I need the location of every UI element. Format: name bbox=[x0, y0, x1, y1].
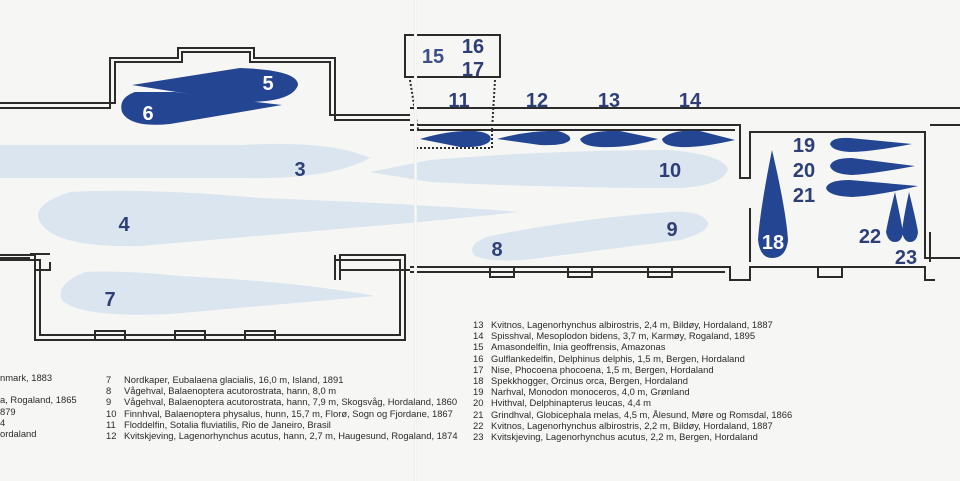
specimen-7-shape bbox=[60, 271, 376, 315]
label-19: 19 bbox=[793, 135, 815, 157]
label-12: 12 bbox=[526, 90, 548, 112]
label-8: 8 bbox=[491, 239, 502, 261]
pale-specimens bbox=[0, 143, 728, 315]
legend-left-line: 879 bbox=[0, 405, 16, 417]
label-10: 10 bbox=[659, 160, 681, 182]
specimen-3-shape bbox=[0, 143, 370, 179]
label-6: 6 bbox=[142, 103, 153, 125]
legend-left-line: a, Rogaland, 1865 bbox=[0, 394, 77, 406]
label-11: 11 bbox=[448, 90, 469, 112]
specimen-19-shape bbox=[830, 137, 912, 152]
label-3: 3 bbox=[294, 159, 305, 181]
dark-specimens bbox=[121, 68, 918, 258]
specimen-22b-shape bbox=[902, 192, 918, 242]
wall-blocks bbox=[94, 266, 843, 341]
specimen-6-shape bbox=[121, 92, 282, 125]
legend-left-line: ordaland bbox=[0, 428, 37, 440]
label-20: 20 bbox=[793, 160, 815, 182]
specimen-18-shape bbox=[758, 150, 788, 258]
specimen-20-shape bbox=[830, 158, 915, 175]
legend-left-line: nmark, 1883 bbox=[0, 372, 53, 383]
legend-left-line: 4 bbox=[0, 416, 6, 428]
label-5: 5 bbox=[262, 73, 273, 95]
specimen-10-shape bbox=[370, 150, 728, 188]
specimen-5-shape bbox=[132, 68, 298, 103]
specimen-12-shape bbox=[497, 130, 571, 146]
label-23: 23 bbox=[895, 247, 917, 269]
specimen-22-shape bbox=[886, 192, 903, 242]
label-9: 9 bbox=[666, 219, 677, 241]
label-17: 17 bbox=[462, 59, 484, 81]
label-18: 18 bbox=[762, 232, 784, 254]
label-21: 21 bbox=[793, 185, 815, 207]
specimen-11-shape bbox=[420, 130, 491, 148]
legend-left-cut: nmark, 1883 a, Rogaland, 1865 879 4 orda… bbox=[0, 372, 77, 439]
label-7: 7 bbox=[104, 289, 115, 311]
label-16: 16 bbox=[462, 36, 484, 58]
specimen-labels: 3 4 5 6 7 8 9 10 11 12 13 14 15 16 17 18… bbox=[104, 36, 917, 311]
label-14: 14 bbox=[679, 90, 702, 112]
label-13: 13 bbox=[598, 90, 620, 112]
specimen-14-shape bbox=[662, 130, 735, 148]
label-4: 4 bbox=[118, 214, 130, 236]
specimen-21-shape bbox=[826, 180, 918, 197]
specimen-4-shape bbox=[38, 190, 520, 247]
museum-floor-plan: 3 4 5 6 7 8 9 10 11 12 13 14 15 16 17 18… bbox=[0, 34, 960, 341]
specimen-13-shape bbox=[580, 130, 658, 148]
label-15: 15 bbox=[422, 46, 444, 68]
page-gutter bbox=[414, 0, 417, 481]
specimen-9-shape bbox=[472, 211, 709, 261]
label-22: 22 bbox=[859, 226, 881, 248]
